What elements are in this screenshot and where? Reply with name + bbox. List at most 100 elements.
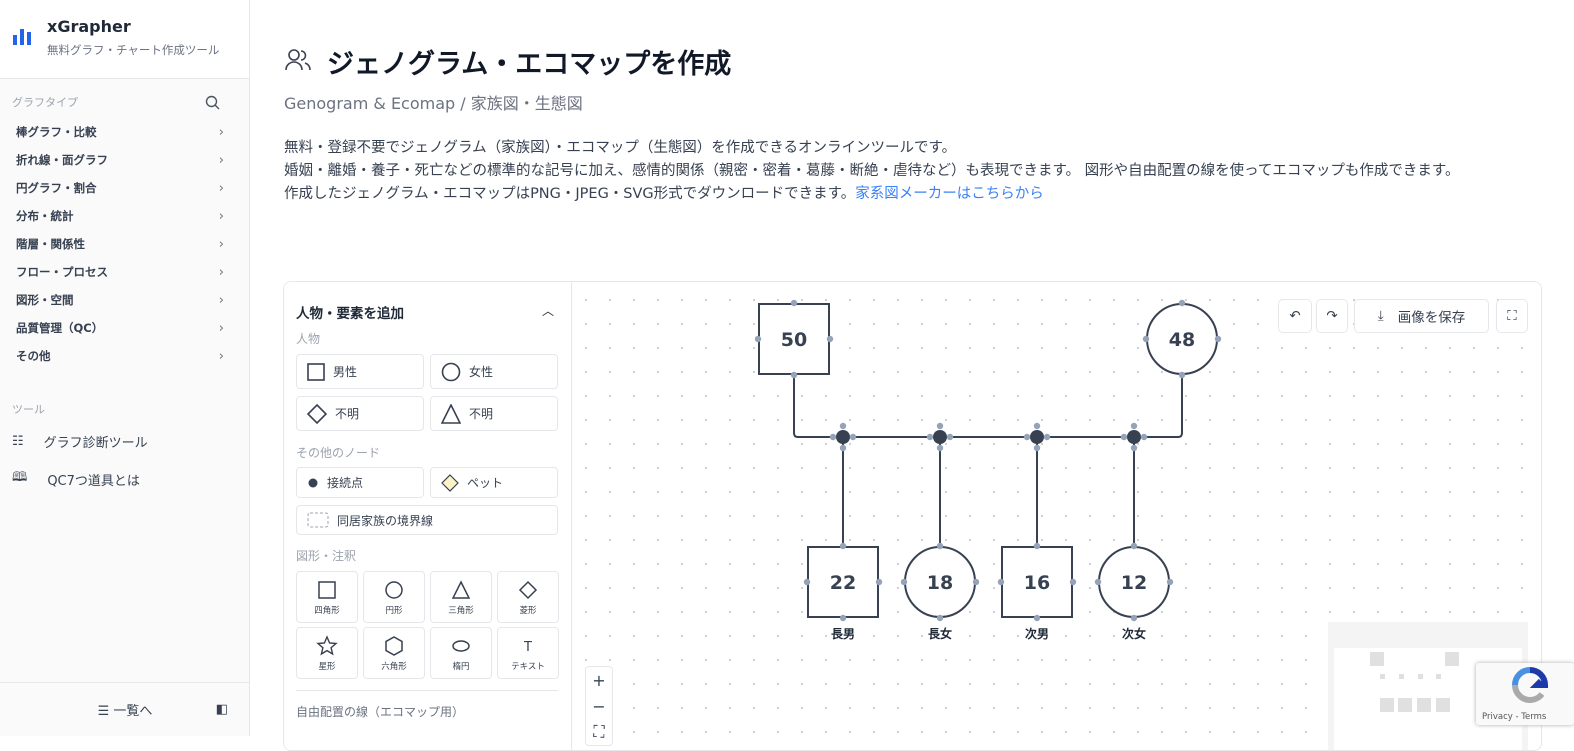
connector-node[interactable] xyxy=(1030,430,1044,444)
add-diamond-shape-button[interactable]: 菱形 xyxy=(497,571,559,623)
add-household-boundary-button[interactable]: 同居家族の境界線 xyxy=(296,505,558,535)
fullscreen-button[interactable]: ⛶ xyxy=(1496,299,1528,333)
label: テキスト xyxy=(511,661,545,672)
connection-handle xyxy=(839,422,847,430)
checklist-icon: ☷ xyxy=(12,434,24,449)
add-connector-button[interactable]: 接続点 xyxy=(296,467,424,498)
add-ellipse-shape-button[interactable]: 楕円 xyxy=(430,627,492,679)
child-role-label: 長男 xyxy=(831,626,855,641)
fit-view-button[interactable]: ⛶ xyxy=(593,722,605,741)
add-female-button[interactable]: 女性 xyxy=(430,354,558,389)
diamond-icon xyxy=(518,580,538,599)
sidebar: xGrapher 無料グラフ・チャート作成ツール グラフタイプ 棒グラフ・比較›… xyxy=(0,0,250,736)
people-label: 人物 xyxy=(296,332,321,346)
chevron-right-icon: › xyxy=(218,292,224,308)
male-node[interactable] xyxy=(807,546,879,618)
connection-handle xyxy=(946,433,954,441)
connection-handle xyxy=(790,371,798,379)
label: 不明 xyxy=(335,407,360,421)
age-label: 50 xyxy=(781,329,807,351)
connection-handle xyxy=(754,335,762,343)
search-icon[interactable] xyxy=(205,95,220,110)
label: 楕円 xyxy=(452,661,470,672)
connection-handle xyxy=(1130,444,1138,452)
connection-handle xyxy=(1214,335,1222,343)
triangle-icon xyxy=(441,403,461,424)
connection-handle xyxy=(875,578,883,586)
tool-diagnosis[interactable]: ☷ グラフ診断ツール xyxy=(12,432,148,451)
other-nodes-label: その他のノード xyxy=(296,446,381,460)
label: その他 xyxy=(16,349,51,363)
sidebar-item[interactable]: 分布・統計› xyxy=(0,202,250,230)
family-tree-link[interactable]: 家系図メーカーはこちらから xyxy=(855,186,1044,202)
connection-handle xyxy=(936,444,944,452)
list-button[interactable]: ☰ 一覧へ xyxy=(97,704,153,719)
sidebar-item[interactable]: フロー・プロセス› xyxy=(0,258,250,286)
label: 星形 xyxy=(318,661,336,672)
chevron-up-icon[interactable]: ︿ xyxy=(542,304,555,318)
tool-qc7[interactable]: 🕮QC7つ道具とは xyxy=(12,468,140,490)
connection-handle xyxy=(1043,433,1051,441)
zoom-in-button[interactable]: + xyxy=(592,670,606,690)
add-rectangle-shape-button[interactable]: 四角形 xyxy=(296,571,358,623)
sidebar-item[interactable]: 階層・関係性› xyxy=(0,230,250,258)
text-icon: T xyxy=(523,640,532,655)
connection-handle xyxy=(1130,542,1138,550)
panel-title[interactable]: 人物・要素を追加 xyxy=(296,306,404,322)
connector-node[interactable] xyxy=(836,430,850,444)
connection-handle xyxy=(790,299,798,307)
sidebar-item[interactable]: 棒グラフ・比較 › xyxy=(0,118,250,146)
connection-handle xyxy=(1142,335,1150,343)
circle-icon xyxy=(385,580,403,599)
sidebar-item[interactable]: 品質管理（QC）› xyxy=(0,314,250,342)
label: 三角形 xyxy=(448,605,474,616)
label: グラフ診断ツール xyxy=(43,436,148,451)
undo-icon: ↶ xyxy=(1289,308,1301,324)
brand[interactable]: xGrapher 無料グラフ・チャート作成ツール xyxy=(0,0,249,79)
add-unknown-triangle-button[interactable]: 不明 xyxy=(430,396,558,431)
collapse-sidebar-icon[interactable]: ◧ xyxy=(215,702,228,717)
recaptcha-badge[interactable]: Privacy - Terms xyxy=(1476,663,1574,725)
label: 折れ線・面グラフ xyxy=(16,153,108,167)
desc-line: 婚姻・離婚・養子・死亡などの標準的な記号に加え、感情的関係（親密・密着・葛藤・断… xyxy=(284,163,1460,179)
undo-button[interactable]: ↶ xyxy=(1278,299,1312,333)
chevron-right-icon: › xyxy=(218,180,224,196)
sidebar-item[interactable]: 円グラフ・割合 › xyxy=(0,174,250,202)
sidebar-item[interactable]: 折れ線・面グラフ› xyxy=(0,146,250,174)
circle-icon xyxy=(441,362,461,381)
recaptcha-links[interactable]: Privacy - Terms xyxy=(1482,712,1547,722)
connection-handle xyxy=(829,433,837,441)
add-pet-button[interactable]: ペット xyxy=(430,467,558,498)
add-star-shape-button[interactable]: 星形 xyxy=(296,627,358,679)
redo-button[interactable]: ↷ xyxy=(1316,299,1348,333)
label: 男性 xyxy=(333,365,358,379)
label: 円グラフ・割合 xyxy=(16,181,97,195)
connector-node[interactable] xyxy=(1127,430,1141,444)
connection-handle xyxy=(936,422,944,430)
add-text-shape-button[interactable]: T テキスト xyxy=(497,627,559,679)
zoom-out-button[interactable]: − xyxy=(592,696,606,716)
description: 無料・登録不要でジェノグラム（家族図）・エコマップ（生態図）を作成できるオンライ… xyxy=(284,137,1539,206)
label: 棒グラフ・比較 xyxy=(16,125,97,139)
zoom-controls: + − ⛶ xyxy=(585,666,613,746)
sidebar-item[interactable]: その他› xyxy=(0,342,250,370)
add-hexagon-shape-button[interactable]: 六角形 xyxy=(363,627,425,679)
page-title: ジェノグラム・エコマップを作成 xyxy=(327,49,732,80)
connector-node[interactable] xyxy=(933,430,947,444)
add-unknown-diamond-button[interactable]: 不明 xyxy=(296,396,424,431)
age-label: 48 xyxy=(1169,329,1195,351)
connection-handle xyxy=(803,578,811,586)
sidebar-item[interactable]: 図形・空間 › xyxy=(0,286,250,314)
chevron-right-icon: › xyxy=(218,124,224,140)
add-male-button[interactable]: 男性 xyxy=(296,354,424,389)
connection-handle xyxy=(900,578,908,586)
connection-handle xyxy=(926,433,934,441)
connection-handle xyxy=(826,335,834,343)
free-lines-label: 自由配置の線（エコマップ用） xyxy=(296,705,465,719)
add-triangle-shape-button[interactable]: 三角形 xyxy=(430,571,492,623)
add-circle-shape-button[interactable]: 円形 xyxy=(363,571,425,623)
label: 図形・空間 xyxy=(16,293,74,307)
save-image-button[interactable]: ⤓画像を保存 xyxy=(1354,299,1489,333)
